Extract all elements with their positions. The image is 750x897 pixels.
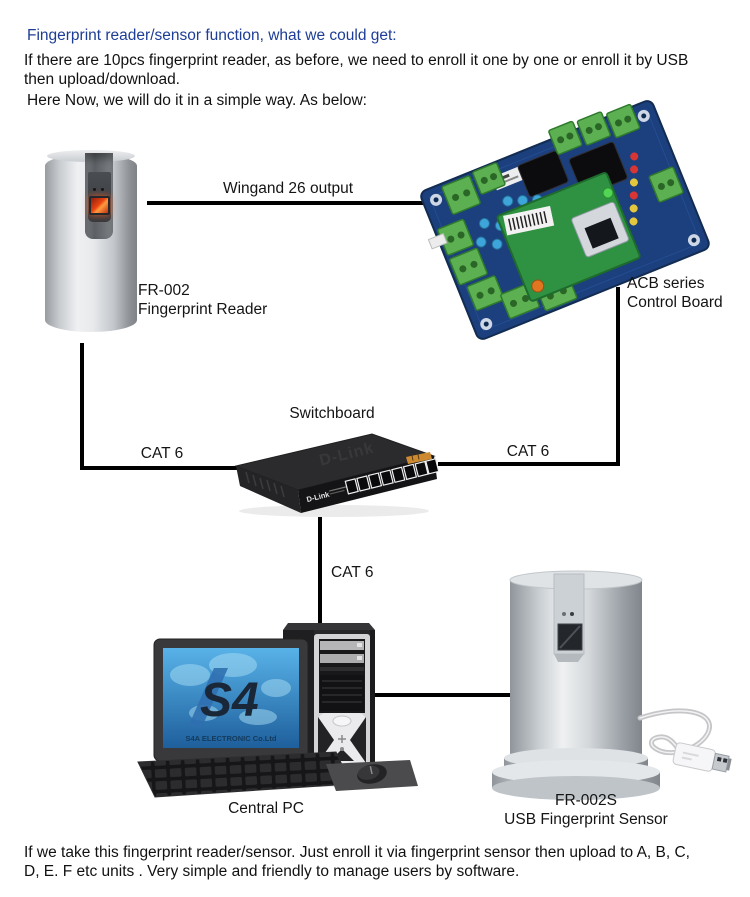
fingerprint-window-icon (89, 196, 110, 215)
terminal-block (466, 275, 505, 311)
daughterboard (496, 172, 641, 302)
power-button (332, 715, 352, 727)
mounting-holes (430, 109, 700, 331)
reader-name-label: Fingerprint Reader (138, 301, 268, 318)
reader-led-dot (93, 188, 96, 191)
tower-top (283, 623, 375, 630)
screen-logo-text: S4 (200, 674, 259, 727)
logo-stripe (188, 668, 228, 727)
screen-caption: S4A ELECTRONIC Co.Ltd (186, 734, 277, 743)
control-board-device (420, 100, 710, 340)
cat6-label-right: CAT 6 (506, 443, 550, 460)
intro-line-3: Here Now, we will do it in a simple way.… (27, 92, 367, 109)
reader-led-dot (101, 188, 104, 191)
sensor-name-label: USB Fingerprint Sensor (504, 811, 668, 828)
usb-sensor-device (492, 570, 732, 800)
board-to-switch-wire-vertical (616, 287, 620, 466)
switch-side-face (236, 466, 301, 513)
relay-icon (517, 150, 569, 198)
reader-model-label: FR-002 (138, 282, 190, 299)
cat6-label-left: CAT 6 (140, 445, 184, 462)
central-pc-device: S4 S4A ELECTRONIC Co.Ltd (137, 623, 418, 798)
sensor-led-dot (562, 612, 566, 616)
orange-led-icon (531, 279, 545, 293)
front-vents (322, 680, 362, 703)
terminal-block (449, 247, 488, 286)
terminal-block (441, 175, 481, 215)
intro-line-1: If there are 10pcs fingerprint reader, a… (24, 52, 689, 69)
green-led-icon (602, 187, 614, 199)
barcode-sticker (503, 205, 555, 236)
switchboard-label: Switchboard (289, 405, 375, 422)
terminal-block (606, 103, 641, 139)
ethernet-ports (344, 458, 440, 495)
terminal-block (472, 162, 506, 195)
footer-line-2: D, E. F etc units . Very simple and frie… (24, 863, 520, 880)
terminal-block (548, 120, 583, 155)
sensor-front-strip (553, 573, 585, 662)
pc-keyboard (137, 751, 352, 798)
sensor-model-label: FR-002S (554, 792, 618, 809)
terminal-block (648, 166, 684, 203)
reader-to-switch-wire-horizontal (80, 466, 238, 470)
status-leds (629, 152, 639, 226)
board-series-label: ACB series (627, 275, 705, 292)
pc-label: Central PC (228, 800, 304, 817)
pc-to-sensor-wire (373, 693, 510, 697)
reader-to-switch-wire-vertical (80, 343, 84, 470)
usb-plug-icon (672, 742, 732, 773)
fingerprint-reader-device (45, 150, 137, 336)
terminal-block (576, 111, 611, 146)
page-title: Fingerprint reader/sensor function, what… (27, 27, 397, 44)
optical-drive-bay (320, 641, 364, 650)
vent-slots (245, 471, 285, 498)
footer-line-1: If we take this fingerprint reader/senso… (24, 844, 690, 861)
cat6-label-middle: CAT 6 (331, 564, 374, 581)
sensor-led-dot (570, 612, 574, 616)
board-name-label: Control Board (627, 294, 723, 311)
board-to-switch-wire-horizontal (438, 462, 620, 466)
reader-sensor-module (88, 172, 111, 222)
intro-line-2: then upload/download. (24, 71, 180, 88)
usb-cable (637, 708, 712, 756)
sensor-base (492, 748, 660, 800)
switchboard-device: D-Link D-Link (234, 433, 440, 517)
switch-to-pc-wire (318, 517, 322, 634)
switch-shadow (239, 505, 429, 517)
wiegand-wire (147, 201, 449, 205)
wiegand-label: Wingand 26 output (222, 180, 354, 197)
white-connector (427, 232, 448, 250)
optical-drive-bay (320, 654, 364, 663)
pc-mouse (357, 764, 387, 784)
